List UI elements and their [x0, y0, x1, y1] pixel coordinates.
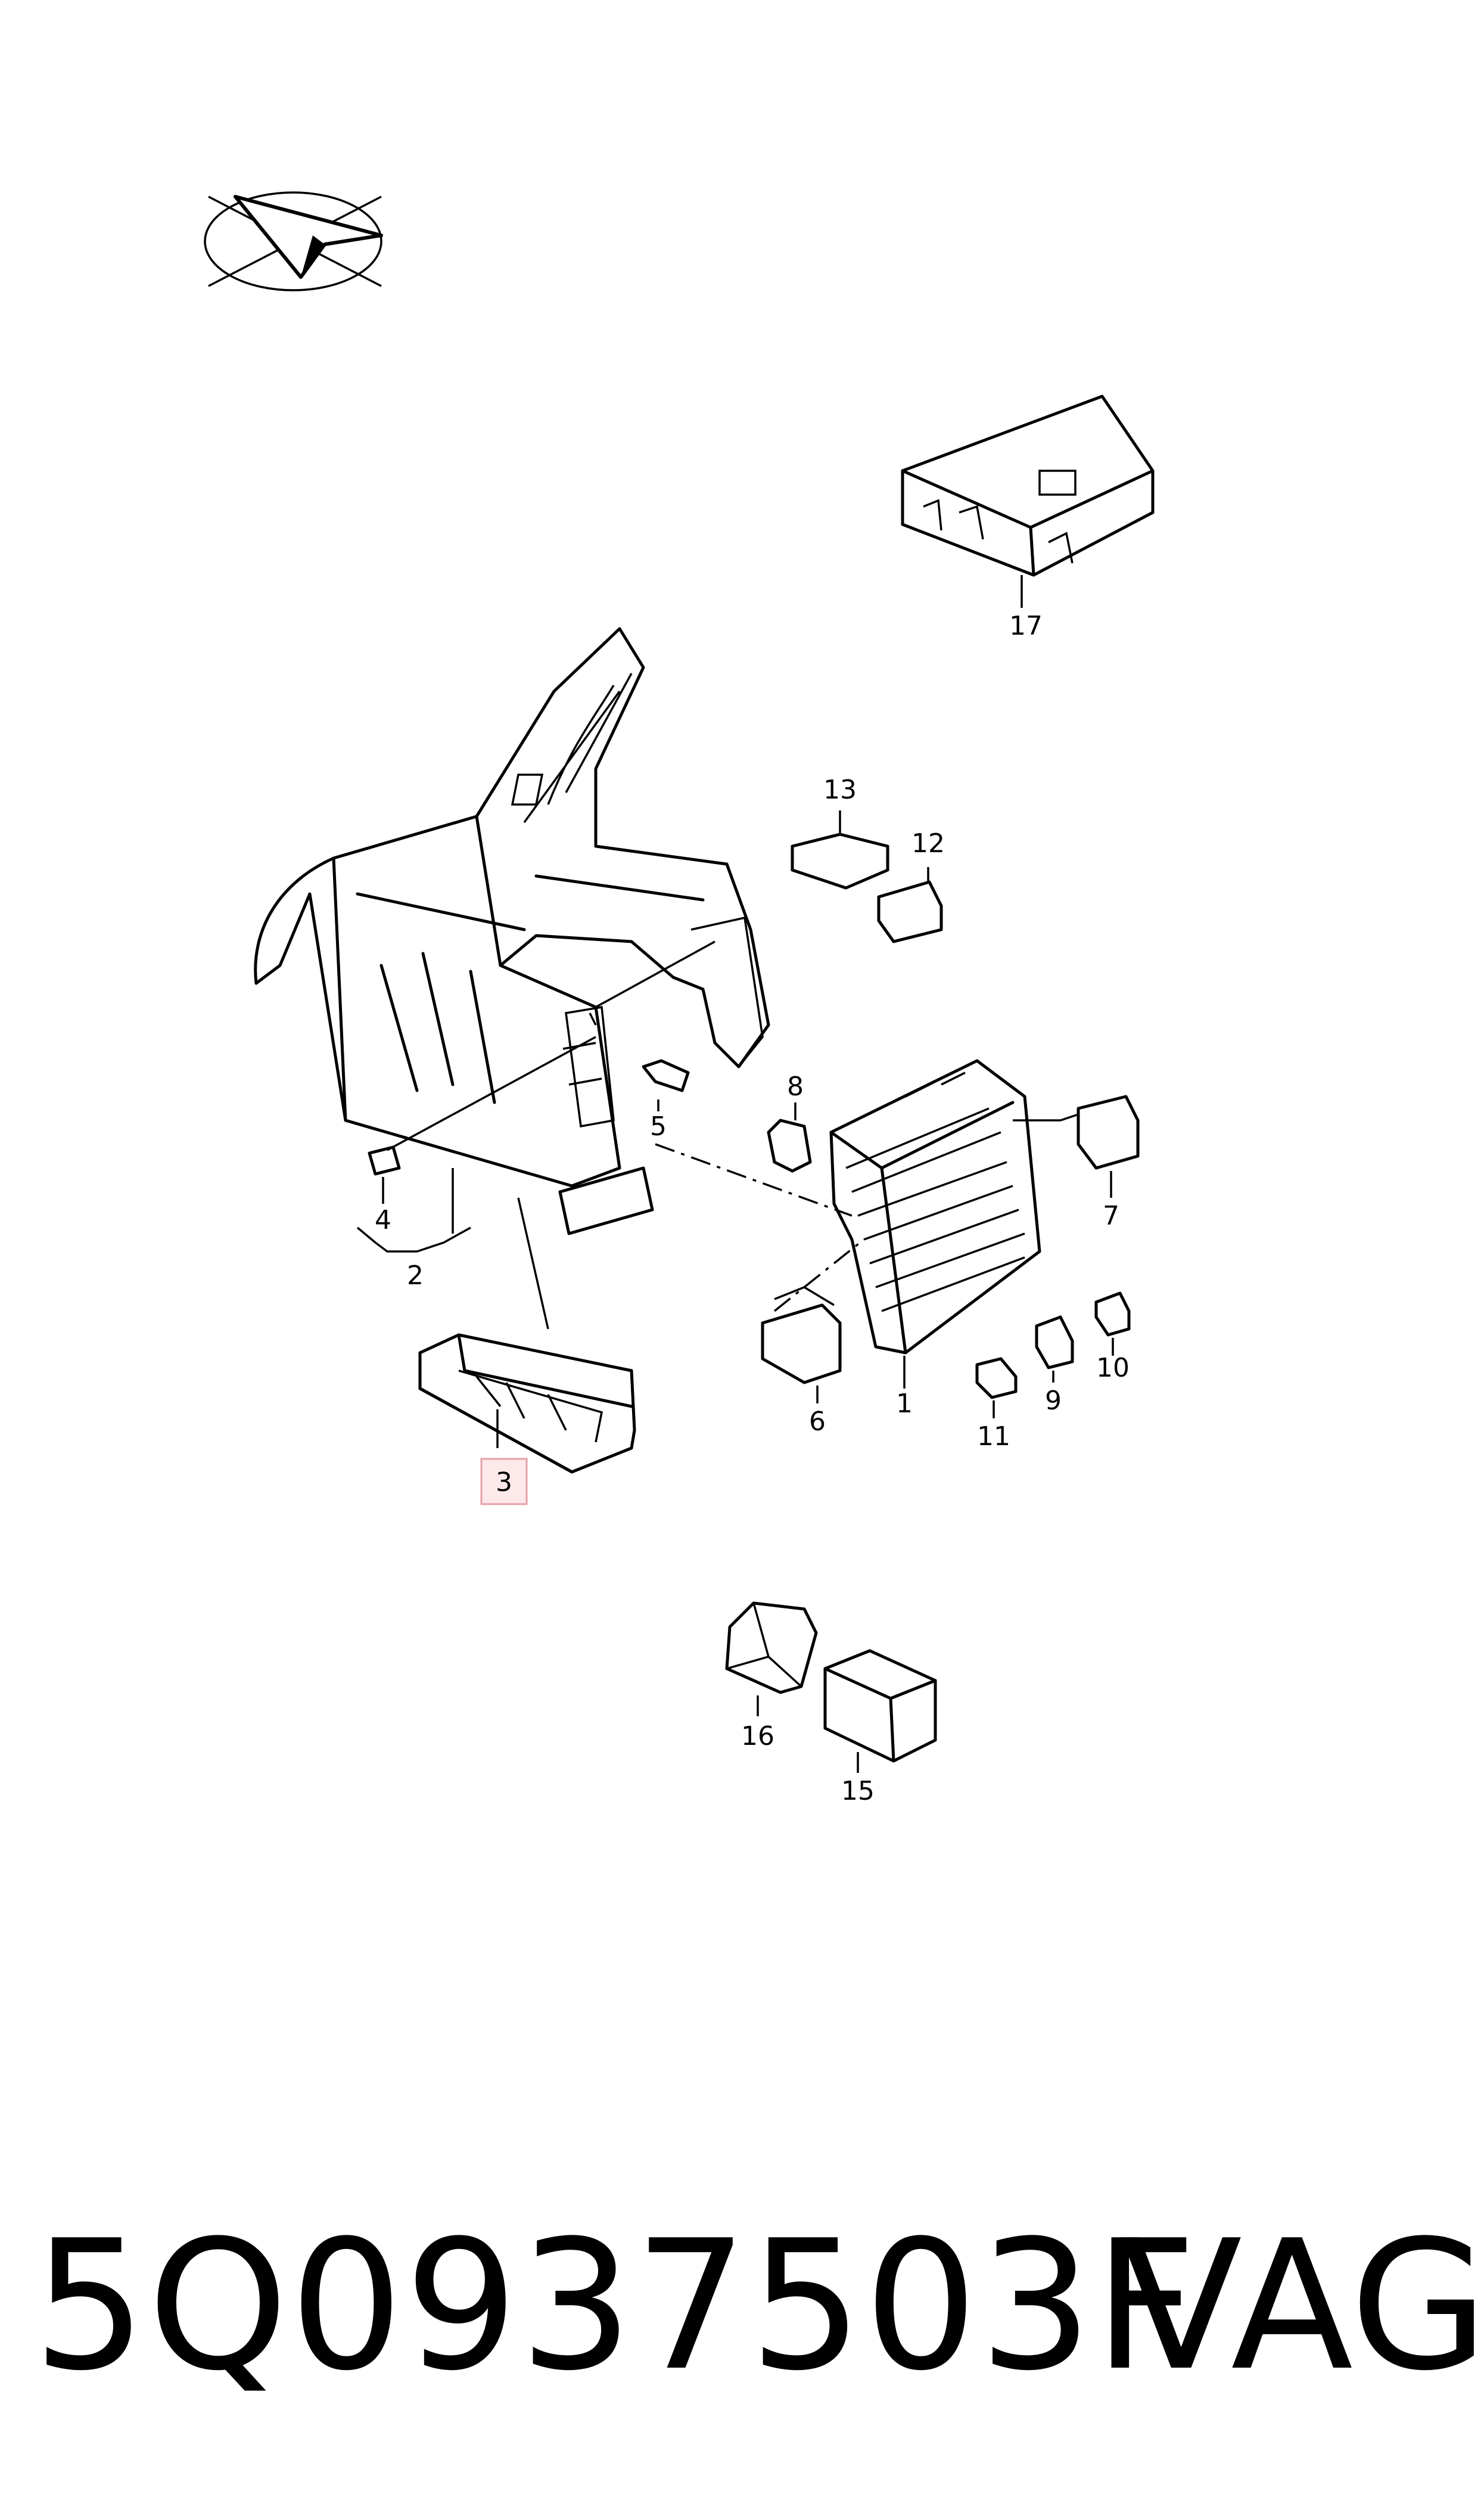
part-4-clip — [368, 1145, 401, 1204]
part-2-mounting-bracket — [254, 627, 770, 1235]
callout-10: 10 — [1096, 1353, 1130, 1383]
part-9-fuse — [1035, 1315, 1074, 1383]
part-15-relay — [823, 1649, 937, 1773]
callout-6: 6 — [809, 1406, 826, 1437]
callout-4: 4 — [375, 1205, 391, 1235]
brand-label: VAG — [1120, 2202, 1484, 2410]
callout-12: 12 — [911, 828, 945, 859]
callout-5: 5 — [650, 1111, 667, 1142]
part-3-module-housing — [418, 1333, 636, 1474]
part-10-fuse — [1094, 1291, 1131, 1356]
callout-1: 1 — [896, 1389, 913, 1419]
callout-8: 8 — [787, 1071, 804, 1102]
part-13-fuse-holder — [791, 810, 889, 890]
part-7-connector — [1013, 1095, 1140, 1198]
callout-2: 2 — [407, 1260, 424, 1291]
callout-13: 13 — [823, 775, 857, 805]
part-6-connector — [761, 1286, 842, 1403]
part-17-control-unit — [901, 395, 1155, 608]
direction-arrow-icon — [204, 191, 383, 291]
part-12-fuse — [877, 867, 943, 943]
callout-3-highlight — [480, 1458, 528, 1505]
callout-15: 15 — [841, 1776, 875, 1806]
callout-16: 16 — [741, 1721, 774, 1751]
part-5-screw — [642, 1059, 690, 1111]
callout-7: 7 — [1103, 1201, 1119, 1231]
part-8-grommet — [767, 1102, 812, 1173]
part-number-label: 5Q0937503F — [33, 2202, 1198, 2410]
part-16-relay-holder — [725, 1601, 818, 1716]
callout-9: 9 — [1045, 1386, 1062, 1416]
callout-3: 3 — [496, 1467, 512, 1498]
assembly-leader-lines — [356, 940, 865, 1330]
part-11-fuse — [975, 1357, 1018, 1418]
part-1-fuse-box — [829, 1059, 1041, 1389]
callout-11: 11 — [977, 1421, 1010, 1452]
callout-17: 17 — [1009, 611, 1043, 641]
